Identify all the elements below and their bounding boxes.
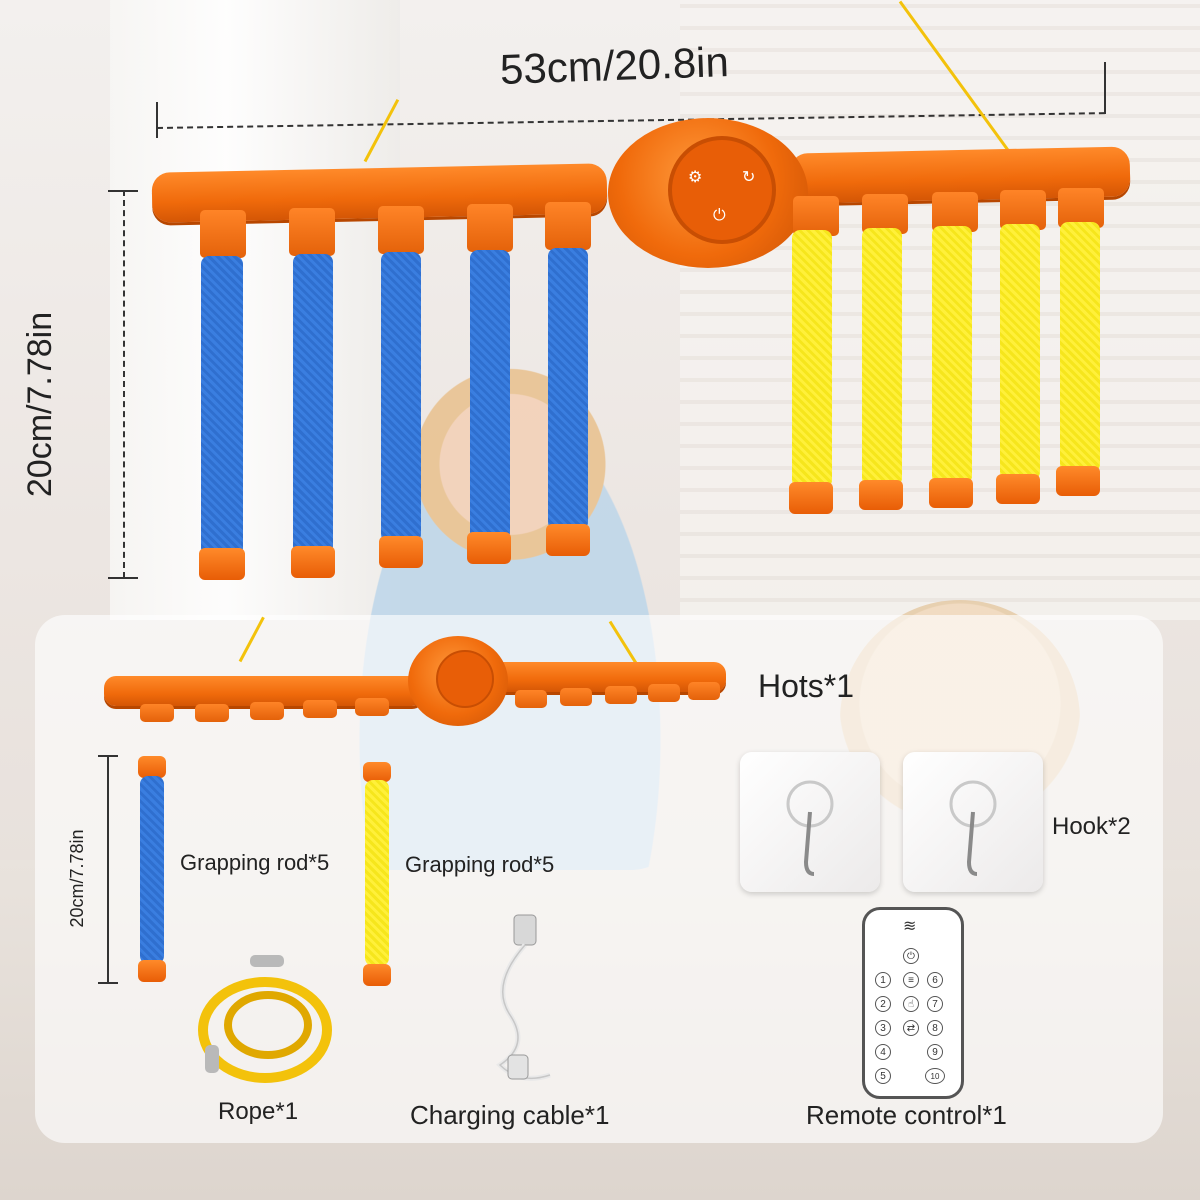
- rod-cap: [996, 474, 1040, 504]
- remote-control-label: Remote control*1: [806, 1100, 1007, 1130]
- rod-cap: [546, 524, 590, 556]
- socket: [200, 210, 246, 258]
- width-dimension-cap-right: [1104, 62, 1106, 114]
- socket: [545, 202, 591, 250]
- socket: [932, 192, 978, 232]
- rod-cap: [467, 532, 511, 564]
- signal-icon: ≋: [903, 918, 917, 935]
- hots-control-panel: [436, 650, 494, 708]
- socket: [793, 196, 839, 236]
- socket: [1000, 190, 1046, 230]
- grapping-rod-blue[interactable]: [293, 254, 333, 554]
- remote-button-3[interactable]: 3: [875, 1020, 891, 1036]
- remote-button-2[interactable]: 2: [875, 996, 891, 1012]
- remote-button-10[interactable]: 10: [925, 1068, 945, 1084]
- socket: [289, 208, 335, 256]
- control-panel: [668, 136, 776, 244]
- hots-socket: [195, 704, 229, 722]
- socket: [1058, 188, 1104, 228]
- grapping-rod-blue[interactable]: [381, 252, 421, 542]
- settings-icon[interactable]: ⚙: [688, 169, 703, 186]
- remote-button-4[interactable]: 4: [875, 1044, 891, 1060]
- rod-cap: [1056, 466, 1100, 496]
- small-rod-cap-top: [138, 756, 166, 778]
- hots-socket: [688, 682, 720, 700]
- remote-button-9[interactable]: 9: [927, 1044, 943, 1060]
- socket: [467, 204, 513, 252]
- grapping-rod-blue[interactable]: [548, 248, 588, 530]
- small-rod-cap-bottom: [363, 964, 391, 986]
- remote-menu-icon[interactable]: ≡: [903, 972, 919, 988]
- hots-socket: [140, 704, 174, 722]
- remote-button-5[interactable]: 5: [875, 1068, 891, 1084]
- small-rod-cap-bottom: [138, 960, 166, 982]
- grapping-rod-yellow[interactable]: [862, 228, 902, 486]
- small-rod-cap-top: [363, 762, 391, 782]
- remote-button-8[interactable]: 8: [927, 1020, 943, 1036]
- height-dimension-cap-bottom: [108, 577, 138, 579]
- rod-dimension-cap-bottom: [98, 982, 118, 984]
- rod-cap: [929, 478, 973, 508]
- hots-socket: [515, 690, 547, 708]
- hots-socket: [605, 686, 637, 704]
- usb-cable-icon: [496, 914, 551, 1081]
- rod-cap: [199, 548, 245, 580]
- remote-button-7[interactable]: 7: [927, 996, 943, 1012]
- grapping-rod-blue-single: [140, 776, 164, 964]
- grapping-rod-yellow[interactable]: [1000, 224, 1040, 480]
- hots-socket: [560, 688, 592, 706]
- rope-coil-icon: [198, 955, 332, 1083]
- remote-power-icon[interactable]: ⏻: [903, 948, 919, 964]
- rod-dimension-line: [107, 755, 109, 983]
- hots-socket: [355, 698, 389, 716]
- grapping-rod-yellow[interactable]: [932, 226, 972, 484]
- hook-card: [740, 752, 880, 892]
- hots-socket: [303, 700, 337, 718]
- width-dimension-label: 53cm/20.8in: [499, 38, 730, 93]
- hots-socket: [648, 684, 680, 702]
- remote-shuffle-icon[interactable]: ⇄: [903, 1020, 919, 1036]
- remote-control: ≋ ⏻ ≡ ☝ ⇄ 1 2 3 4 5 6 7 8 9 10: [862, 907, 964, 1099]
- remote-button-6[interactable]: 6: [927, 972, 943, 988]
- remote-hand-icon[interactable]: ☝: [903, 996, 919, 1012]
- grapping-rod-blue[interactable]: [201, 256, 243, 556]
- rod-cap: [859, 480, 903, 510]
- rod-cap: [291, 546, 335, 578]
- width-dimension-cap-left: [156, 102, 158, 138]
- hook-icon: [786, 780, 834, 876]
- hots-socket: [250, 702, 284, 720]
- grapping-rod-blue[interactable]: [470, 250, 510, 540]
- remote-button-1[interactable]: 1: [875, 972, 891, 988]
- height-dimension-cap-top: [108, 190, 138, 192]
- socket: [378, 206, 424, 254]
- height-dimension-line: [123, 190, 125, 578]
- grapping-rod-yellow[interactable]: [792, 230, 832, 488]
- rod-dimension-cap-top: [98, 755, 118, 757]
- hots-label: Hots*1: [758, 668, 855, 704]
- hook-card: [903, 752, 1043, 892]
- grapping-rod-yellow[interactable]: [1060, 222, 1100, 472]
- power-icon[interactable]: ⏻: [713, 207, 726, 224]
- grapping-rod-yellow-single: [365, 780, 389, 966]
- rod-cap: [379, 536, 423, 568]
- hook-icon: [949, 780, 997, 876]
- refresh-icon[interactable]: ↻: [742, 169, 756, 186]
- rod-cap: [789, 482, 833, 514]
- hook-label: Hook*2: [1052, 813, 1131, 840]
- grapping-rod-blue-label: Grapping rod*5: [180, 850, 330, 875]
- charging-cable-label: Charging cable*1: [410, 1100, 610, 1130]
- socket: [862, 194, 908, 234]
- grapping-rod-yellow-label: Grapping rod*5: [405, 852, 555, 877]
- rope-label: Rope*1: [218, 1098, 299, 1125]
